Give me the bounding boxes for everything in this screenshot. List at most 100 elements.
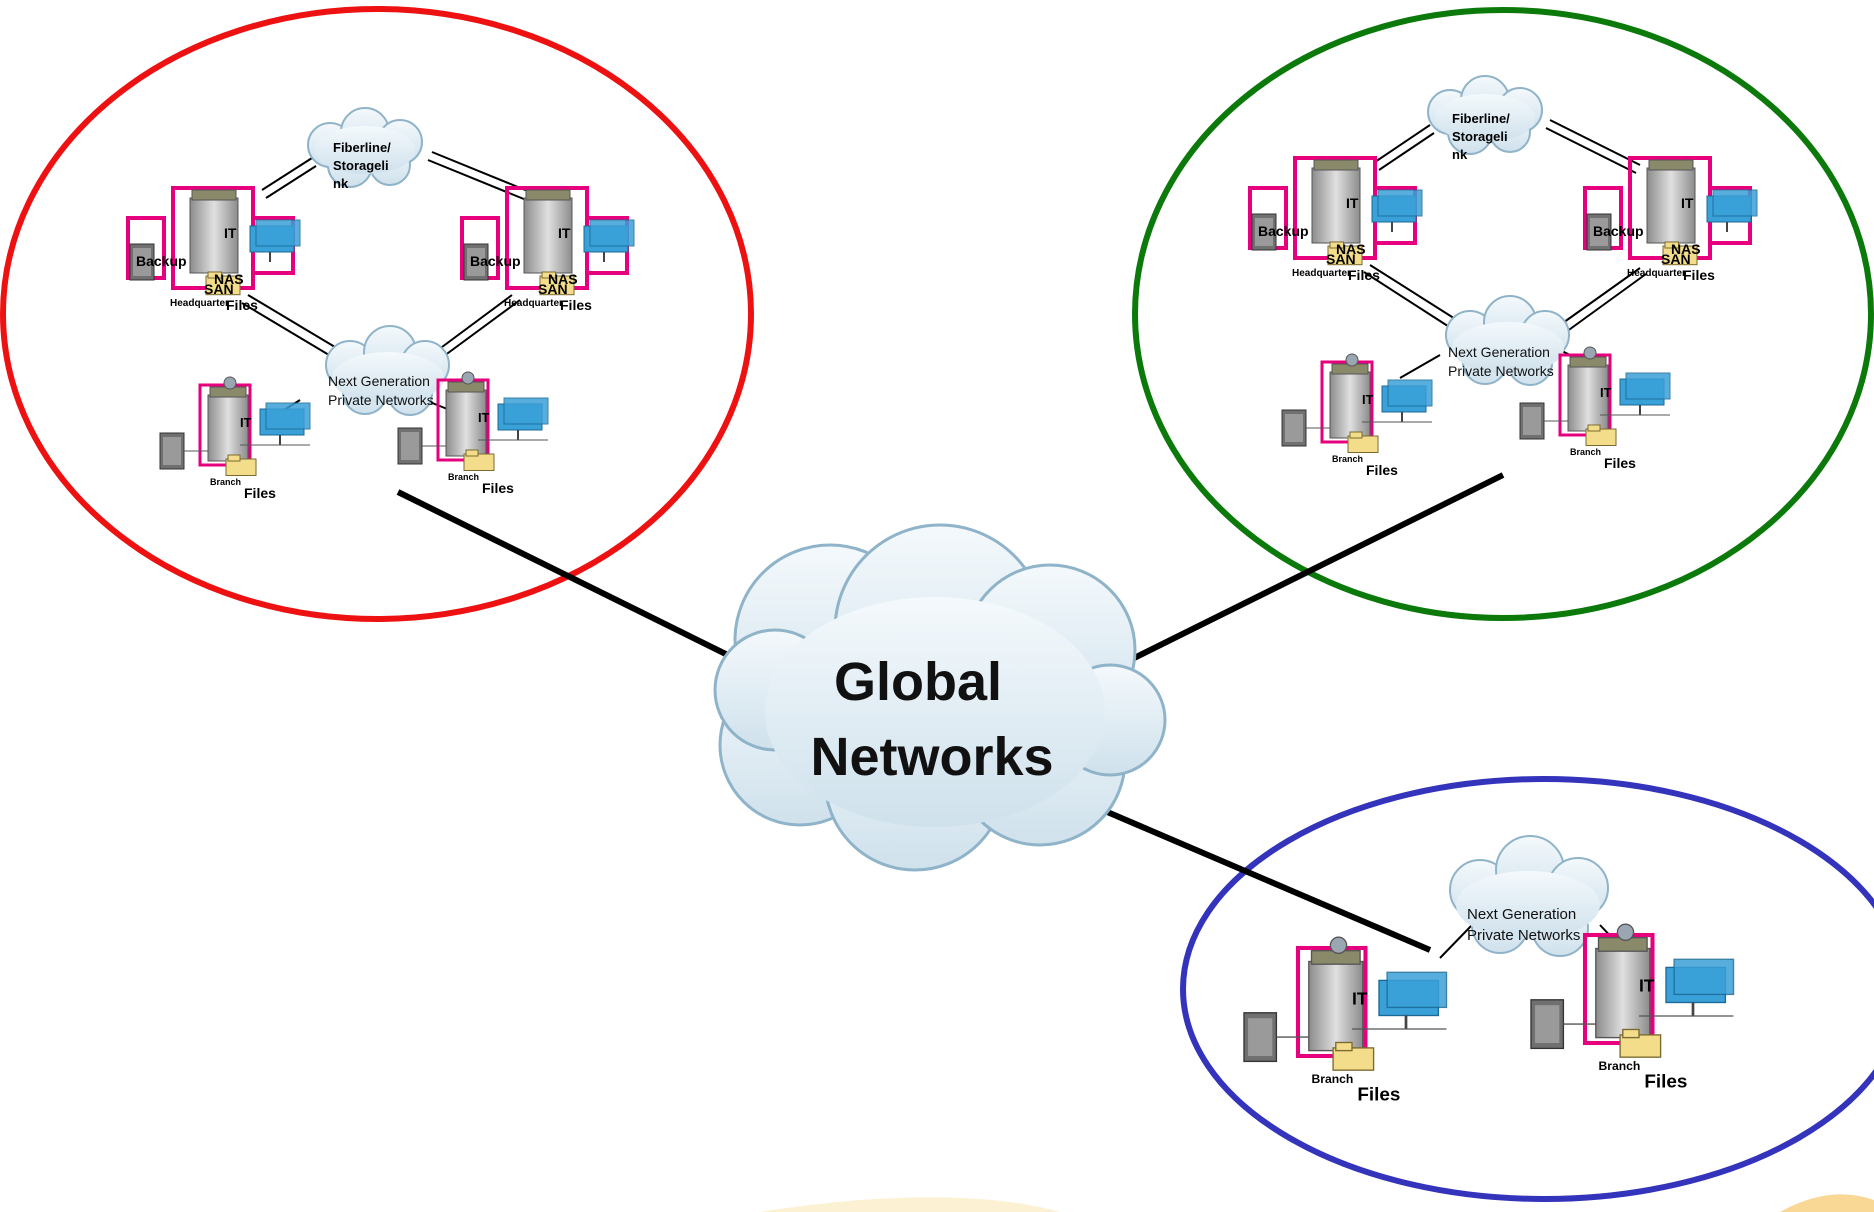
monitor-screen-back <box>265 402 311 430</box>
global-label-line2: Networks <box>810 727 1053 787</box>
monitor-icon <box>1706 189 1758 232</box>
headquarter-label: Headquarter <box>1627 268 1686 279</box>
headquarter-label: Headquarter <box>504 298 563 309</box>
folder-tab <box>1329 241 1345 249</box>
files-label: Files <box>1683 267 1715 283</box>
server-body <box>445 389 487 457</box>
server-top <box>525 189 571 201</box>
nas-label: NAS <box>214 271 244 287</box>
tower-face <box>401 432 419 460</box>
branch-label: Branch <box>1570 447 1601 457</box>
server-icon <box>523 189 573 274</box>
files-label: Files <box>226 297 258 313</box>
monitor-screen-back <box>1386 971 1448 1009</box>
san-label: SAN <box>1326 251 1356 267</box>
server-top <box>191 189 237 201</box>
folder-icon <box>1327 241 1363 266</box>
it-label: IT <box>1352 989 1368 1009</box>
server-icon <box>1646 159 1696 244</box>
storage-tower-icon <box>129 243 155 281</box>
monitor-icon <box>1381 379 1433 422</box>
storage-tower-icon <box>1243 1012 1278 1063</box>
folder-icon <box>1347 431 1379 453</box>
it-label: IT <box>1681 195 1694 211</box>
folder-tab <box>1349 431 1363 439</box>
background-swoosh <box>760 1197 1060 1212</box>
files-label: Files <box>1644 1072 1687 1093</box>
folder-body <box>1347 435 1379 453</box>
storage-tower-icon <box>463 243 489 281</box>
background-swoosh <box>1780 1194 1874 1212</box>
storage-tower-icon <box>159 432 185 470</box>
files-label: Files <box>1348 267 1380 283</box>
cluster-red-boundary <box>0 6 754 622</box>
folder-body <box>1585 428 1617 446</box>
server-top <box>1313 159 1359 171</box>
link-red-to-global <box>396 489 752 669</box>
server-top <box>1648 159 1694 171</box>
storage-tower-icon <box>1281 409 1307 447</box>
it-label: IT <box>240 415 252 430</box>
tower-face <box>1535 1005 1560 1043</box>
person-icon <box>1583 346 1597 360</box>
server-body <box>1595 947 1651 1039</box>
folder-body <box>1662 245 1698 266</box>
it-label: IT <box>1362 392 1374 407</box>
storage-tower-icon <box>1530 999 1565 1050</box>
cluster-blue-boundary <box>1180 776 1874 1202</box>
folder-tab <box>1587 424 1601 432</box>
monitor-icon <box>583 219 635 262</box>
nas-label: NAS <box>548 271 578 287</box>
folder-tab <box>1664 241 1680 249</box>
branch-label: Branch <box>1312 1072 1354 1086</box>
storage-cloud-label: Storageli <box>1452 129 1508 144</box>
folder-icon <box>205 271 241 296</box>
files-label: Files <box>1366 462 1398 478</box>
monitor-icon <box>259 402 311 445</box>
server-icon <box>1311 159 1361 244</box>
monitor-screen-back <box>255 219 301 247</box>
storage-cloud-label: Fiberline/ <box>1452 111 1510 126</box>
link-green-to-global <box>1116 472 1505 669</box>
tower-face <box>1285 414 1303 442</box>
branch-label: Branch <box>210 477 241 487</box>
files-label: Files <box>244 485 276 501</box>
tower-face <box>1590 218 1608 246</box>
storage-tower-icon <box>1586 213 1612 251</box>
cluster-green: Fiberline/ Storageli nk Next Generation … <box>1248 75 1758 478</box>
backup-label: Backup <box>1593 223 1644 239</box>
files-label: Files <box>1604 455 1636 471</box>
monitor-screen-back <box>1712 189 1758 217</box>
storage-tower-icon <box>1251 213 1277 251</box>
branch-label: Branch <box>1332 454 1363 464</box>
headquarter-label: Headquarter <box>170 298 229 309</box>
global-links <box>396 472 1505 953</box>
folder-tab <box>1335 1041 1353 1052</box>
monitor-icon <box>1378 971 1448 1030</box>
private-network-cloud: Next Generation Private Networks <box>1445 295 1570 386</box>
tower-face <box>1255 218 1273 246</box>
headquarter-label: Headquarter <box>1292 268 1351 279</box>
server-icon <box>445 381 487 457</box>
backup-label: Backup <box>1258 223 1309 239</box>
it-label: IT <box>1600 385 1612 400</box>
folder-icon <box>225 454 257 476</box>
person-icon <box>223 376 237 390</box>
folder-icon <box>463 449 495 471</box>
folder-tab <box>227 454 241 462</box>
folder-tab <box>1622 1028 1640 1039</box>
global-label-line1: Global <box>834 652 1002 712</box>
storage-cloud-label: nk <box>333 176 349 191</box>
storage-cloud-label: nk <box>1452 147 1468 162</box>
monitor-icon <box>1665 958 1735 1017</box>
backup-label: Backup <box>470 253 521 269</box>
it-label: IT <box>478 410 490 425</box>
server-body <box>207 394 249 462</box>
server-body <box>189 197 239 274</box>
folder-body <box>1619 1034 1662 1058</box>
